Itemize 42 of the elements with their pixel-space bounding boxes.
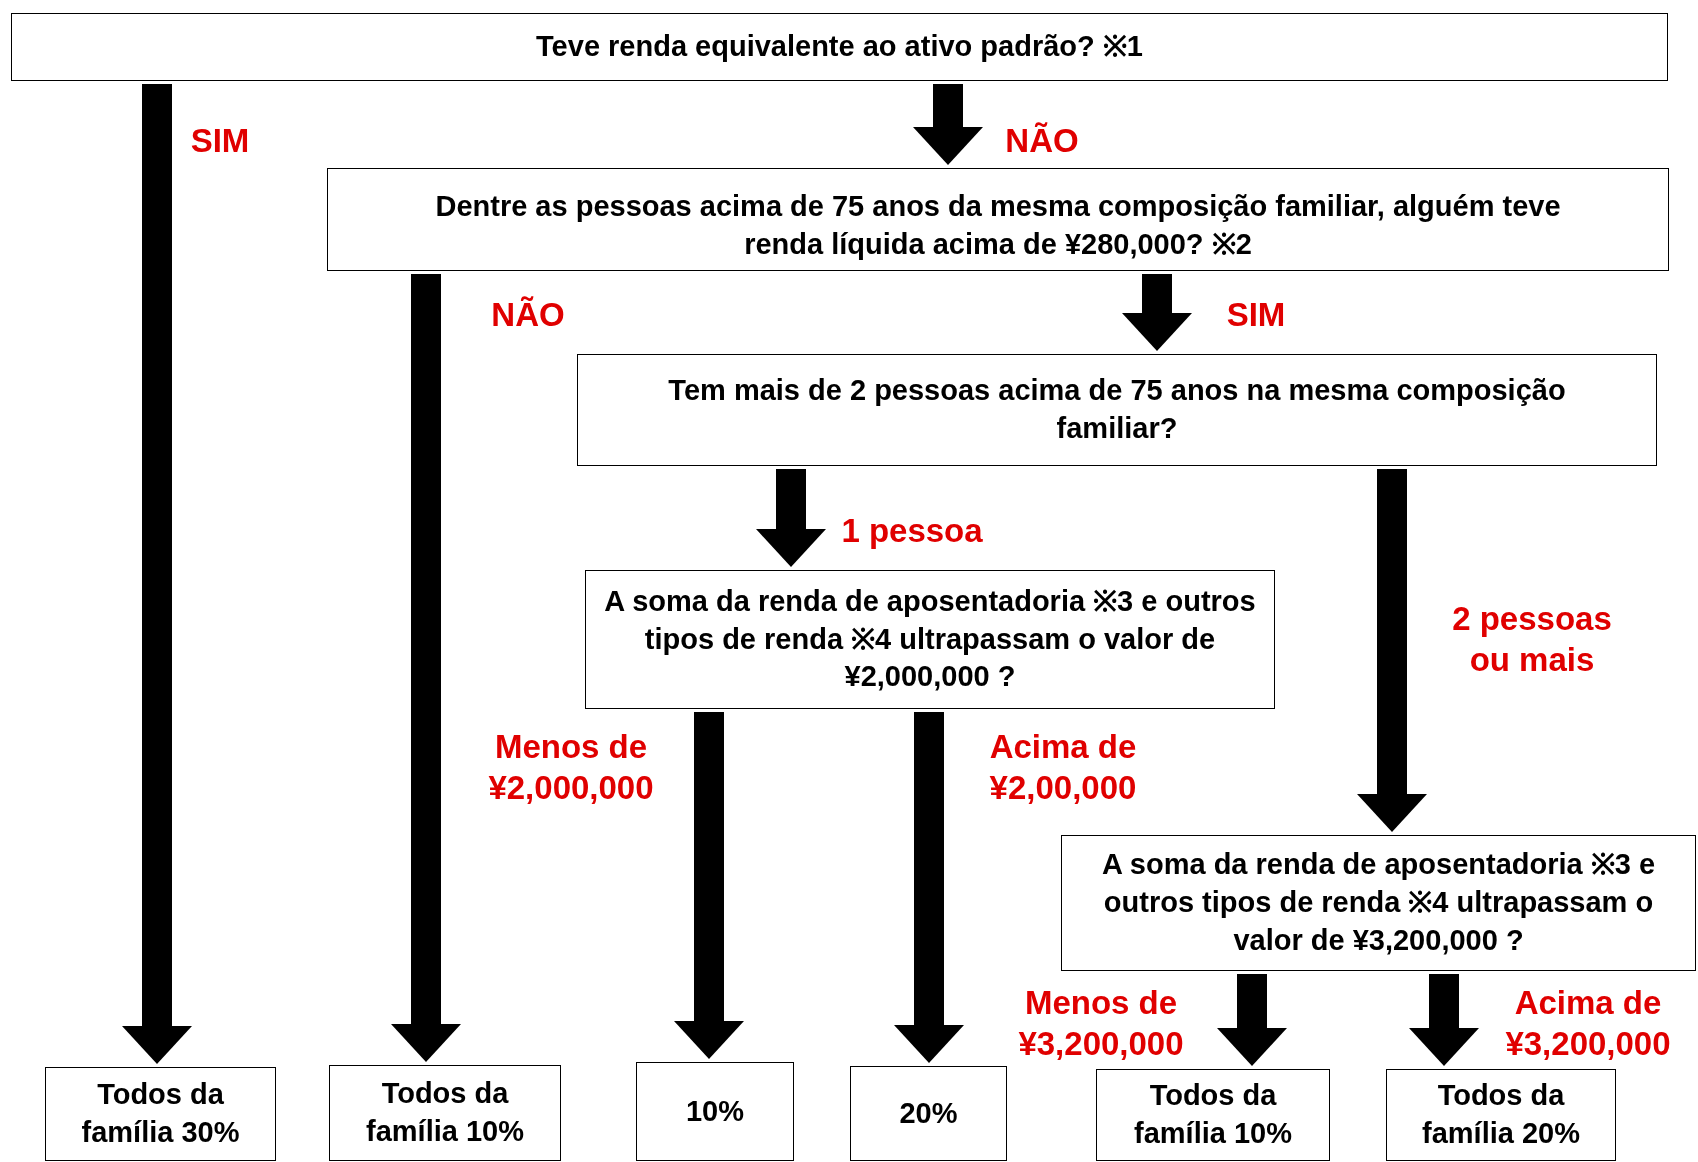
block-arrow: [1122, 274, 1192, 351]
block-arrow: [1409, 974, 1479, 1066]
edge-label: NÃO: [1004, 121, 1080, 162]
box-text: A soma da renda de aposentadoria ※3 e outros tipos de renda ※4 ultrapassam o valor de ¥3,200,000 ?: [1100, 847, 1657, 958]
result-box: [1386, 1069, 1616, 1161]
result-box: [636, 1062, 794, 1161]
decision-box: [11, 13, 1668, 81]
edge-label: SIM: [189, 121, 251, 162]
result-box: [850, 1066, 1007, 1161]
edge-label: SIM: [1225, 295, 1287, 336]
decision-box: [577, 354, 1657, 466]
result-box: [1096, 1069, 1330, 1161]
box-text: Tem mais de 2 pessoas acima de 75 anos na mesma composição familiar?: [667, 373, 1567, 446]
box-text: Teve renda equivalente ao ativo padrão? ※1: [536, 29, 1143, 65]
box-text: Todos da família 30%: [80, 1077, 241, 1150]
block-arrow: [913, 84, 983, 165]
decision-box: [585, 570, 1275, 709]
edge-label: 2 pessoas ou mais: [1451, 598, 1613, 680]
box-text: Todos da família 20%: [1421, 1078, 1581, 1151]
result-box: [45, 1067, 276, 1161]
edge-label: Acima de ¥3,200,000: [1504, 982, 1672, 1064]
box-text: 10%: [685, 1093, 744, 1129]
block-arrow: [674, 712, 744, 1059]
decision-box: [1061, 835, 1696, 971]
block-arrow: [894, 712, 964, 1063]
edge-label: Menos de ¥3,200,000: [1017, 982, 1185, 1064]
block-arrow: [1217, 974, 1287, 1066]
block-arrow: [756, 469, 826, 567]
block-arrow: [1357, 469, 1427, 832]
box-text: Todos da família 10%: [1133, 1078, 1293, 1151]
edge-label: Menos de ¥2,000,000: [487, 726, 655, 808]
decision-box: [327, 168, 1669, 271]
edge-label: 1 pessoa: [840, 511, 984, 552]
box-text: Todos da família 10%: [365, 1076, 525, 1149]
block-arrow: [391, 274, 461, 1062]
box-text: Dentre as pessoas acima de 75 anos da mesma composição familiar, alguém teve renda líquida acima de ¥280,000? ※2: [434, 188, 1562, 262]
box-text: A soma da renda de aposentadoria ※3 e outros tipos de renda ※4 ultrapassam o valor de ¥2,000,000 ?: [603, 583, 1257, 695]
edge-label: NÃO: [490, 295, 566, 336]
box-text: 20%: [899, 1095, 958, 1131]
block-arrow: [122, 84, 192, 1064]
result-box: [329, 1065, 561, 1161]
edge-label: Acima de ¥2,00,000: [988, 726, 1138, 808]
